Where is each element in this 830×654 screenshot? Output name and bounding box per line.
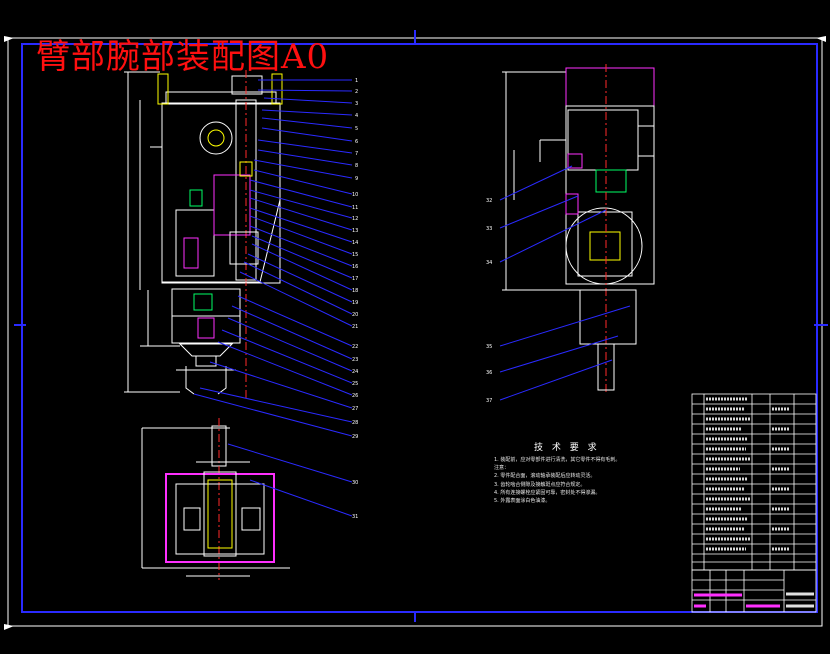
parts-list-table xyxy=(691,393,817,571)
svg-text:6: 6 xyxy=(355,139,358,145)
note-line: 1. 装配前，应对零部件进行清洗，其它零件不得有毛刺。 xyxy=(494,457,621,463)
title-block xyxy=(691,569,817,613)
svg-text:4: 4 xyxy=(355,113,358,119)
svg-text:32: 32 xyxy=(486,198,492,204)
svg-text:13: 13 xyxy=(352,228,358,234)
svg-text:34: 34 xyxy=(486,260,492,266)
front-view-leaders xyxy=(193,79,353,437)
drawing-title: 臂部腕部装配图A0 xyxy=(36,37,330,77)
svg-text:8: 8 xyxy=(355,163,358,169)
front-view-assembly xyxy=(124,70,283,400)
svg-text:7: 7 xyxy=(355,151,358,157)
svg-text:10: 10 xyxy=(352,192,358,198)
svg-text:3: 3 xyxy=(355,101,358,107)
section-view-balloons: 30 31 xyxy=(352,480,358,520)
svg-text:20: 20 xyxy=(352,312,358,318)
drawing-frame xyxy=(4,30,828,630)
svg-text:11: 11 xyxy=(352,205,358,211)
svg-text:31: 31 xyxy=(352,514,358,520)
svg-text:30: 30 xyxy=(352,480,358,486)
svg-text:5: 5 xyxy=(355,126,358,132)
note-line: 3. 齿轮啮合侧隙及接触斑点应符合规定。 xyxy=(494,481,586,488)
svg-text:37: 37 xyxy=(486,398,492,404)
svg-text:14: 14 xyxy=(352,240,358,246)
svg-text:28: 28 xyxy=(352,420,358,426)
svg-text:22: 22 xyxy=(352,344,358,350)
note-line: 2. 零件配合面，滚动轴承装配后应转动灵活。 xyxy=(494,473,596,480)
svg-text:33: 33 xyxy=(486,226,492,232)
svg-text:2: 2 xyxy=(355,89,358,95)
technical-requirements-notes: 1. 装配前，应对零部件进行清洗，其它零件不得有毛刺。 注意： 2. 零件配合面… xyxy=(494,456,690,505)
svg-text:24: 24 xyxy=(352,369,358,375)
svg-text:29: 29 xyxy=(352,434,358,440)
note-line: 注意： xyxy=(494,465,510,472)
svg-text:27: 27 xyxy=(352,406,358,412)
svg-text:25: 25 xyxy=(352,381,358,387)
side-view-leaders xyxy=(499,165,631,401)
svg-text:18: 18 xyxy=(352,288,358,294)
note-line: 4. 所有连接螺栓应紧固可靠，密封处不得渗漏。 xyxy=(494,489,601,496)
svg-text:9: 9 xyxy=(355,176,358,182)
side-view-balloons: 32 33 34 35 36 37 xyxy=(486,198,492,404)
svg-text:26: 26 xyxy=(352,393,358,399)
svg-text:36: 36 xyxy=(486,370,492,376)
technical-requirements-heading: 技 术 要 求 xyxy=(534,443,600,453)
section-view-bottom xyxy=(141,418,290,580)
section-view-leaders xyxy=(227,443,353,517)
svg-text:17: 17 xyxy=(352,276,358,282)
svg-text:1: 1 xyxy=(355,78,358,84)
svg-text:35: 35 xyxy=(486,344,492,350)
side-view-assembly xyxy=(502,64,655,395)
svg-text:12: 12 xyxy=(352,216,358,222)
svg-text:19: 19 xyxy=(352,300,358,306)
parts-list-filler-text xyxy=(706,397,790,551)
svg-text:16: 16 xyxy=(352,264,358,270)
note-line: 5. 外露表面涂白色油漆。 xyxy=(494,498,551,505)
svg-text:21: 21 xyxy=(352,324,358,330)
svg-text:23: 23 xyxy=(352,357,358,363)
svg-text:15: 15 xyxy=(352,252,358,258)
title-block-marks xyxy=(694,592,814,608)
